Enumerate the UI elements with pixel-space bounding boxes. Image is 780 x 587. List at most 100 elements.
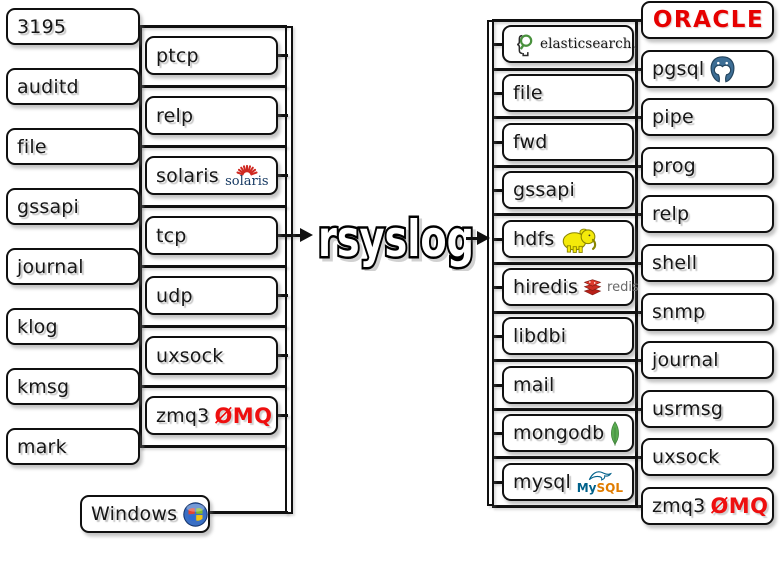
input-box-mark: mark xyxy=(6,428,140,465)
box-label: Windows xyxy=(91,503,178,525)
mongodb-leaf-logo xyxy=(609,420,621,446)
box-label: gssapi xyxy=(513,179,576,201)
input-module-box-relp: relp xyxy=(145,96,278,135)
output-box-snmp: snmp xyxy=(641,293,774,331)
input-stack-left-edge xyxy=(139,25,142,448)
output-branch-line xyxy=(492,262,641,265)
zeromq-logo: ØMQ xyxy=(214,404,272,428)
box-label: journal xyxy=(652,349,719,371)
box-label: file xyxy=(513,82,543,104)
box-label: 3195 xyxy=(17,15,67,38)
output-box-pgsql: pgsql xyxy=(641,50,774,88)
windows-orb-logo xyxy=(182,501,209,528)
input-branch-line xyxy=(140,445,287,448)
input-module-stub-line xyxy=(272,414,288,417)
output-module-box-hdfs: hdfs xyxy=(502,220,634,258)
box-label: gssapi xyxy=(17,195,80,218)
logo-text: redis xyxy=(607,279,639,295)
box-label: usrmsg xyxy=(652,398,724,420)
output-box-relp: relp xyxy=(641,195,774,233)
box-label: libdbi xyxy=(513,325,567,347)
box-label: zmq3 xyxy=(652,495,706,517)
hadoop-elephant-logo xyxy=(560,226,598,253)
output-box-prog: prog xyxy=(641,147,774,185)
rsyslog-wordmark: rsyslog rsyslog xyxy=(310,203,480,274)
output-branch-line xyxy=(492,19,641,22)
rsyslog-wordmark-svg: rsyslog rsyslog xyxy=(316,208,480,274)
input-branch-line xyxy=(140,85,287,88)
box-label: hdfs xyxy=(513,228,555,250)
output-module-box-file: file xyxy=(502,74,634,112)
output-module-stub-line xyxy=(492,43,504,46)
box-label: snmp xyxy=(652,301,706,323)
output-module-stub-line xyxy=(492,189,504,192)
box-label: udp xyxy=(156,284,193,307)
box-label: prog xyxy=(652,155,696,177)
box-label: mysql xyxy=(513,471,571,493)
input-flow-arrow-line xyxy=(278,234,302,237)
logo-text-my: My xyxy=(576,481,597,495)
output-branch-line xyxy=(492,408,641,411)
input-box-kmsg: kmsg xyxy=(6,368,140,405)
output-module-box-hiredis: hiredis redis xyxy=(502,268,639,306)
box-label: ORACLE xyxy=(652,7,765,33)
output-module-box-mongodb: mongodb xyxy=(502,414,634,452)
output-box-uxsock: uxsock xyxy=(641,438,774,476)
input-flow-arrowhead xyxy=(300,228,313,242)
output-branch-line xyxy=(492,165,641,168)
windows-connector-line xyxy=(208,511,288,514)
logo-text: solaris xyxy=(225,173,269,189)
input-branch-line xyxy=(140,25,287,28)
output-box-pipe: pipe xyxy=(641,98,774,136)
elasticsearch-logo xyxy=(513,31,535,58)
box-label: relp xyxy=(652,203,690,225)
box-label: pipe xyxy=(652,106,694,128)
output-box-journal: journal xyxy=(641,341,774,379)
solaris-logo: solaris xyxy=(225,164,269,188)
output-module-stub-line xyxy=(492,335,504,338)
input-module-stub-line xyxy=(272,354,288,357)
output-module-box-libdbi: libdbi xyxy=(502,317,634,355)
box-label: elasticsearch. xyxy=(540,36,636,52)
rsyslog-wordmark-shadow: rsyslog xyxy=(321,213,476,271)
output-module-box-elasticsearch: elasticsearch. xyxy=(502,25,636,63)
output-module-box-gssapi: gssapi xyxy=(502,171,634,209)
rsyslog-wordmark-text: rsyslog xyxy=(318,210,474,268)
input-box-auditd: auditd xyxy=(6,68,140,105)
output-branch-line xyxy=(492,311,641,314)
input-box-file: file xyxy=(6,128,140,165)
box-label: fwd xyxy=(513,131,548,153)
output-module-stub-line xyxy=(492,384,504,387)
logo-text: ØMQ xyxy=(214,403,273,428)
logo-text-sql: SQL xyxy=(596,481,624,495)
box-label: kmsg xyxy=(17,375,70,398)
output-branch-line xyxy=(492,116,641,119)
input-module-box-tcp: tcp xyxy=(145,216,278,255)
input-module-box-udp: udp xyxy=(145,276,278,315)
output-branch-line xyxy=(492,505,641,508)
box-label: shell xyxy=(652,252,698,274)
input-box-journal: journal xyxy=(6,248,140,285)
output-box-oracle: ORACLE xyxy=(641,1,774,39)
output-module-stub-line xyxy=(492,481,504,484)
box-label: pgsql xyxy=(652,58,705,80)
output-branch-line xyxy=(492,359,641,362)
redis-logo: redis xyxy=(583,278,639,296)
box-label: solaris xyxy=(156,164,219,187)
output-branch-line xyxy=(492,213,641,216)
input-module-box-solaris: solaris solaris xyxy=(145,156,278,195)
box-label: mark xyxy=(17,435,67,458)
box-label: relp xyxy=(156,104,194,127)
input-branch-line xyxy=(140,265,287,268)
input-module-stub-line xyxy=(272,174,288,177)
box-label: hiredis xyxy=(513,276,579,298)
postgresql-elephant-logo xyxy=(709,55,736,84)
output-branch-line xyxy=(492,456,641,459)
input-module-box-uxsock: uxsock xyxy=(145,336,278,375)
input-module-stub-line xyxy=(272,294,288,297)
box-label: ptcp xyxy=(156,44,199,67)
